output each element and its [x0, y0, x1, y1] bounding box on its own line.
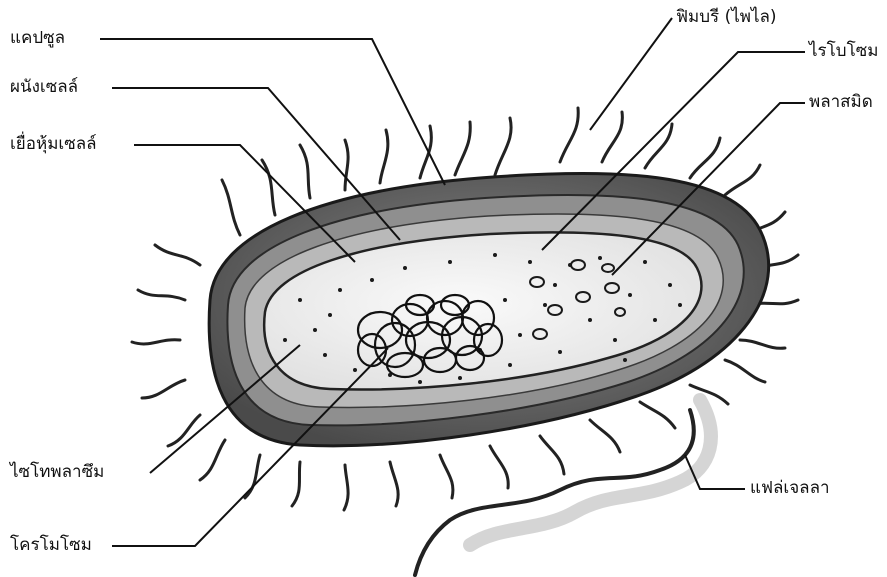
- label-plasmid: พลาสมิด: [809, 94, 873, 111]
- label-chromosome: โครโมโซม: [10, 537, 92, 554]
- label-pili: ฟิมบรี (ไพไล): [676, 9, 777, 26]
- label-ribosome: ไรโบโซม: [809, 43, 878, 60]
- label-cell-wall: ผนังเซลล์: [10, 79, 78, 96]
- label-cell-membrane: เยื่อหุ้มเซลล์: [10, 136, 97, 153]
- label-flagellum: แฟล่เจลลา: [750, 480, 830, 497]
- leader-capsule: [100, 39, 445, 185]
- leader-pili: [590, 18, 672, 130]
- label-capsule: แคปซูล: [10, 30, 65, 47]
- label-cytoplasm: ไซโทพลาซึม: [10, 464, 104, 481]
